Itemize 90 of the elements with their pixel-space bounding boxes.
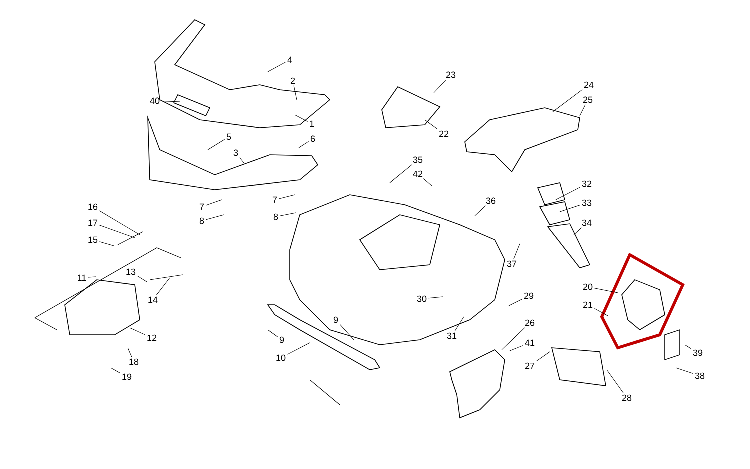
leader-line bbox=[560, 205, 581, 212]
leader-line bbox=[552, 90, 583, 112]
callout-number: 35 bbox=[413, 156, 423, 164]
leader-line bbox=[294, 86, 298, 100]
leader-line bbox=[99, 225, 136, 238]
leader-line bbox=[508, 299, 523, 306]
callout-number: 21 bbox=[583, 302, 593, 308]
leader-line bbox=[110, 368, 121, 374]
leader-line bbox=[474, 206, 486, 216]
leader-line bbox=[684, 344, 692, 350]
leader-line bbox=[294, 114, 308, 122]
leader-line bbox=[574, 228, 582, 236]
leader-line bbox=[424, 120, 438, 130]
leader-line bbox=[606, 370, 624, 394]
callout-number: 7 bbox=[200, 204, 204, 210]
callout-number: 30 bbox=[417, 296, 427, 302]
callout-number: 38 bbox=[695, 372, 705, 380]
leader-line bbox=[278, 194, 296, 200]
leader-line bbox=[99, 242, 114, 246]
leader-line bbox=[298, 141, 310, 148]
leader-line bbox=[434, 80, 447, 94]
callout-number: 40 bbox=[150, 98, 160, 104]
callout-number: 6 bbox=[310, 136, 316, 142]
callout-number: 34 bbox=[582, 220, 592, 226]
callout-number: 37 bbox=[507, 260, 517, 268]
callout-number: 2 bbox=[290, 78, 296, 84]
callout-number: 32 bbox=[582, 180, 592, 188]
callout-number: 42 bbox=[413, 170, 423, 178]
leader-line bbox=[208, 139, 226, 150]
leader-line bbox=[88, 276, 96, 278]
leader-line bbox=[137, 276, 148, 282]
leader-line bbox=[206, 200, 222, 206]
callout-number: 9 bbox=[334, 316, 338, 324]
leader-line bbox=[676, 368, 694, 374]
callout-number: 19 bbox=[122, 374, 132, 380]
leader-line bbox=[240, 158, 244, 164]
leader-line bbox=[156, 278, 170, 296]
leader-line bbox=[161, 101, 180, 102]
leader-line bbox=[594, 308, 608, 316]
callout-number: 18 bbox=[130, 358, 139, 366]
callout-number: 20 bbox=[583, 284, 593, 290]
callout-number: 33 bbox=[582, 200, 592, 206]
callout-number: 26 bbox=[525, 320, 535, 326]
leader-line bbox=[510, 345, 524, 352]
leader-line bbox=[128, 348, 132, 358]
callout-number: 12 bbox=[148, 334, 157, 342]
leader-line bbox=[340, 324, 354, 340]
leader-line bbox=[390, 164, 412, 184]
callout-number: 3 bbox=[234, 150, 238, 156]
leader-line bbox=[268, 62, 286, 72]
callout-number: 24 bbox=[584, 82, 594, 88]
leader-line bbox=[423, 178, 432, 186]
leader-line bbox=[454, 316, 464, 332]
leader-line bbox=[502, 328, 526, 350]
leader-line bbox=[594, 288, 618, 294]
callout-number: 10 bbox=[276, 354, 286, 362]
leader-line bbox=[580, 104, 586, 116]
callout-number: 4 bbox=[288, 56, 292, 64]
callout-number: 15 bbox=[88, 236, 98, 244]
leader-line bbox=[536, 352, 550, 362]
callout-number: 29 bbox=[524, 292, 534, 300]
callout-number: 13 bbox=[126, 268, 136, 276]
callout-number: 28 bbox=[622, 394, 632, 402]
leader-line bbox=[130, 328, 146, 336]
callout-number: 31 bbox=[447, 332, 457, 340]
callout-number: 25 bbox=[583, 96, 593, 104]
leader-line bbox=[287, 342, 310, 355]
callout-number: 41 bbox=[525, 340, 535, 346]
callout-number: 27 bbox=[525, 362, 535, 370]
callout-number: 23 bbox=[446, 72, 456, 78]
leader-line bbox=[428, 296, 444, 299]
callout-number: 17 bbox=[88, 220, 98, 226]
callout-number: 11 bbox=[78, 274, 86, 282]
callout-number: 14 bbox=[148, 296, 158, 304]
callout-number: 22 bbox=[439, 130, 449, 138]
leader-line bbox=[268, 330, 278, 338]
leader-line bbox=[556, 187, 581, 200]
callout-number: 5 bbox=[226, 134, 232, 140]
callout-number: 36 bbox=[486, 198, 496, 204]
callout-number: 1 bbox=[310, 120, 314, 128]
callout-number: 8 bbox=[200, 218, 204, 224]
callout-number: 7 bbox=[272, 196, 278, 204]
leader-line bbox=[280, 212, 296, 216]
callout-number: 9 bbox=[280, 336, 284, 344]
leader-line bbox=[514, 244, 520, 260]
callout-number: 16 bbox=[88, 204, 98, 210]
leader-line bbox=[99, 210, 140, 236]
callout-number: 8 bbox=[274, 214, 278, 220]
leader-line bbox=[206, 214, 224, 220]
callout-number: 39 bbox=[693, 350, 703, 356]
